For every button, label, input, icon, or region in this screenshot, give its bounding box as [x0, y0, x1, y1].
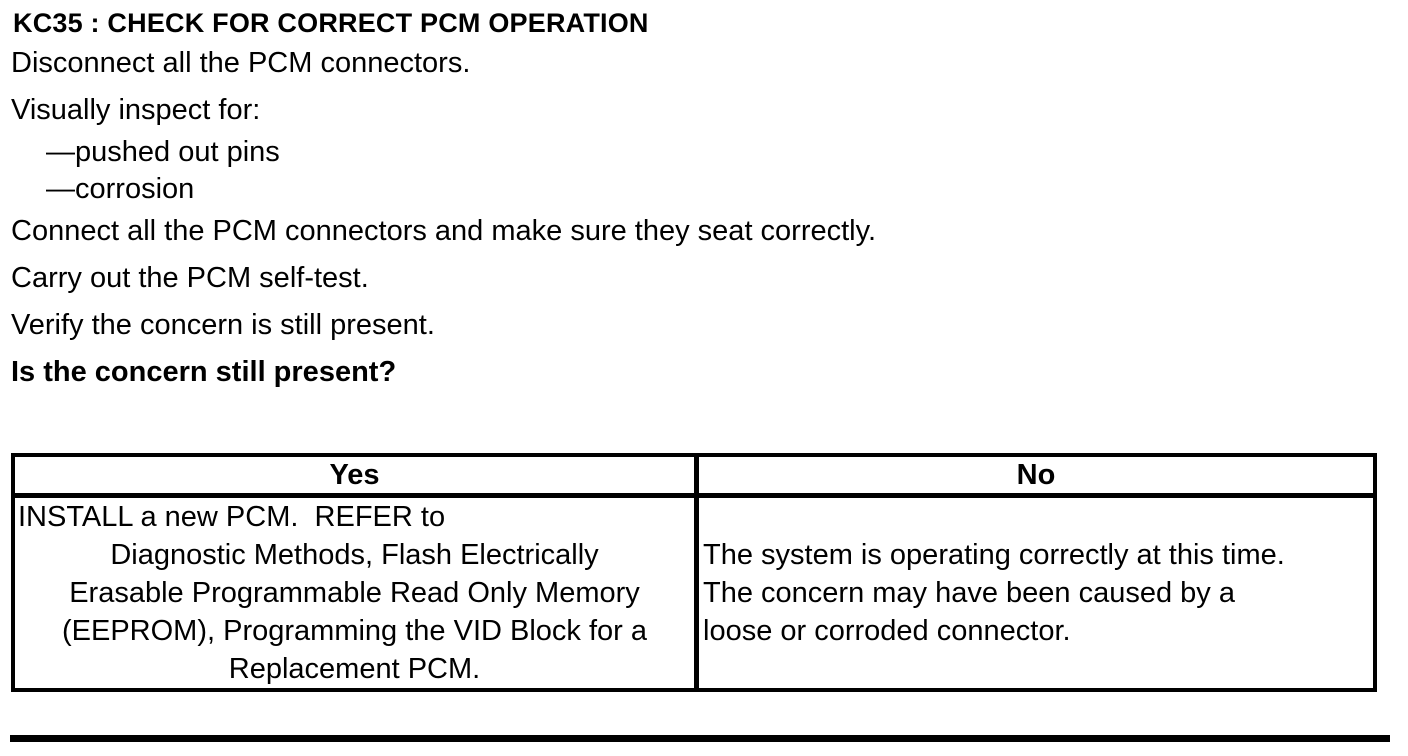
yes-action-line: Replacement PCM. — [228, 653, 481, 685]
no-action-cell: The system is operating correctly at thi… — [694, 498, 1373, 688]
procedure-step: Carry out the PCM self-test. — [11, 262, 369, 294]
page-title: KC35 : CHECK FOR CORRECT PCM OPERATION — [13, 8, 649, 38]
yes-action-cell: INSTALL a new PCM. REFER to Diagnostic M… — [15, 498, 694, 688]
procedure-step: Verify the concern is still present. — [11, 309, 435, 341]
procedure-substep: —corrosion — [46, 173, 195, 205]
procedure-step: Connect all the PCM connectors and make … — [11, 215, 877, 247]
no-action-line: The concern may have been caused by a — [703, 577, 1235, 609]
decision-table-body-row: INSTALL a new PCM. REFER to Diagnostic M… — [15, 498, 1373, 688]
procedure-step: Disconnect all the PCM connectors. — [11, 47, 471, 79]
decision-question: Is the concern still present? — [11, 356, 397, 388]
no-column-header: No — [694, 457, 1373, 493]
yes-column-header: Yes — [329, 459, 380, 491]
procedure-substep: —pushed out pins — [46, 136, 280, 168]
horizontal-divider — [10, 735, 1390, 742]
no-action-line: loose or corroded connector. — [703, 615, 1071, 647]
yes-action-line: Diagnostic Methods, Flash Electrically — [110, 539, 599, 571]
decision-table: Yes No INSTALL a new PCM. REFER to Diagn… — [11, 453, 1377, 692]
decision-table-header-row: Yes No — [15, 457, 1373, 498]
no-action-line: The system is operating correctly at thi… — [703, 539, 1285, 571]
yes-action-line: INSTALL a new PCM. REFER to — [18, 501, 446, 533]
yes-action-line: Erasable Programmable Read Only Memory — [69, 577, 640, 609]
yes-action-line: (EEPROM), Programming the VID Block for … — [62, 615, 647, 647]
procedure-step: Visually inspect for: — [11, 94, 261, 126]
